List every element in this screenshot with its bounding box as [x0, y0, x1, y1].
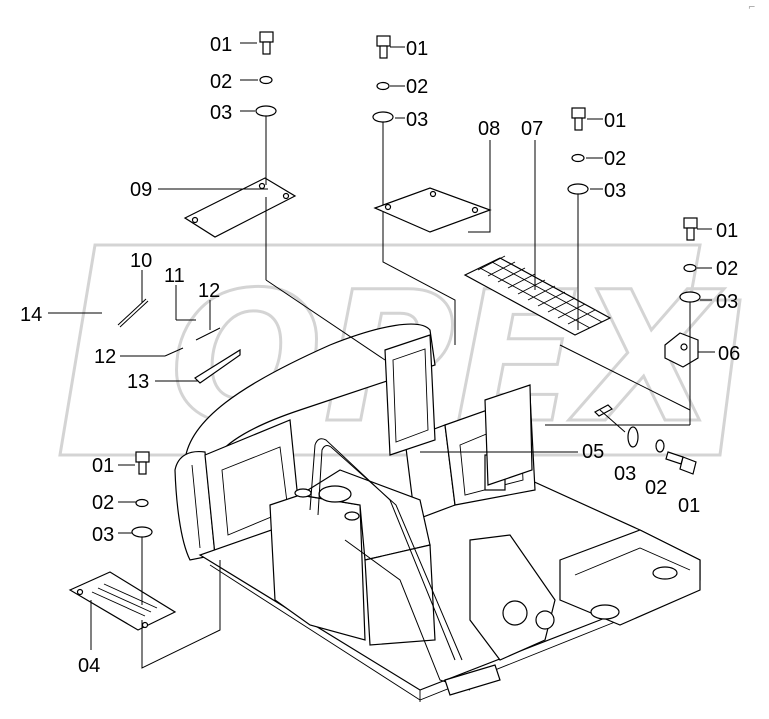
callout-02: 02 [604, 148, 626, 170]
callout-01: 01 [716, 220, 738, 242]
callout-13: 13 [127, 371, 149, 393]
callout-01: 01 [406, 38, 428, 60]
callout-02: 02 [406, 76, 428, 98]
callout-02: 02 [210, 71, 232, 93]
callout-11: 11 [164, 265, 185, 287]
callout-06: 06 [718, 343, 740, 365]
plate-04 [68, 571, 177, 631]
bolt-stack-a [255, 31, 386, 361]
callout-08: 08 [478, 118, 500, 140]
callout-02: 02 [716, 258, 738, 280]
corner-mark: ⌐ [748, 3, 756, 13]
callout-09: 09 [130, 179, 152, 201]
callout-03: 03 [614, 463, 636, 485]
pin-12b [164, 347, 184, 357]
callout-02: 02 [645, 477, 667, 499]
callout-02: 02 [92, 492, 114, 514]
callout-01: 01 [92, 455, 114, 477]
bar-05 [594, 404, 613, 417]
bolt-stack-f [131, 451, 221, 669]
callout-03: 03 [406, 109, 428, 131]
grille-07 [463, 255, 612, 336]
bolt-stack-b [372, 35, 456, 345]
callout-12: 12 [94, 346, 116, 368]
callout-14: 14 [20, 304, 42, 326]
rod-10 [117, 298, 147, 326]
callout-12: 12 [198, 280, 220, 302]
callout-04: 04 [78, 655, 100, 677]
pin-12a [195, 327, 221, 341]
callout-10: 10 [130, 250, 152, 272]
leader-lines [48, 42, 715, 650]
callout-03: 03 [716, 291, 738, 313]
callout-01: 01 [678, 495, 700, 517]
bolt-stack-c [559, 107, 691, 411]
callout-05: 05 [582, 441, 604, 463]
bolt-stack-e [599, 409, 697, 475]
callout-07: 07 [521, 118, 543, 140]
plate-09 [183, 177, 297, 238]
callout-01: 01 [210, 34, 232, 56]
callout-01: 01 [604, 110, 626, 132]
upper-frame-assembly [174, 323, 701, 702]
hinge-13 [194, 348, 241, 384]
callout-03: 03 [604, 180, 626, 202]
callout-03: 03 [210, 102, 232, 124]
callout-03: 03 [92, 524, 114, 546]
